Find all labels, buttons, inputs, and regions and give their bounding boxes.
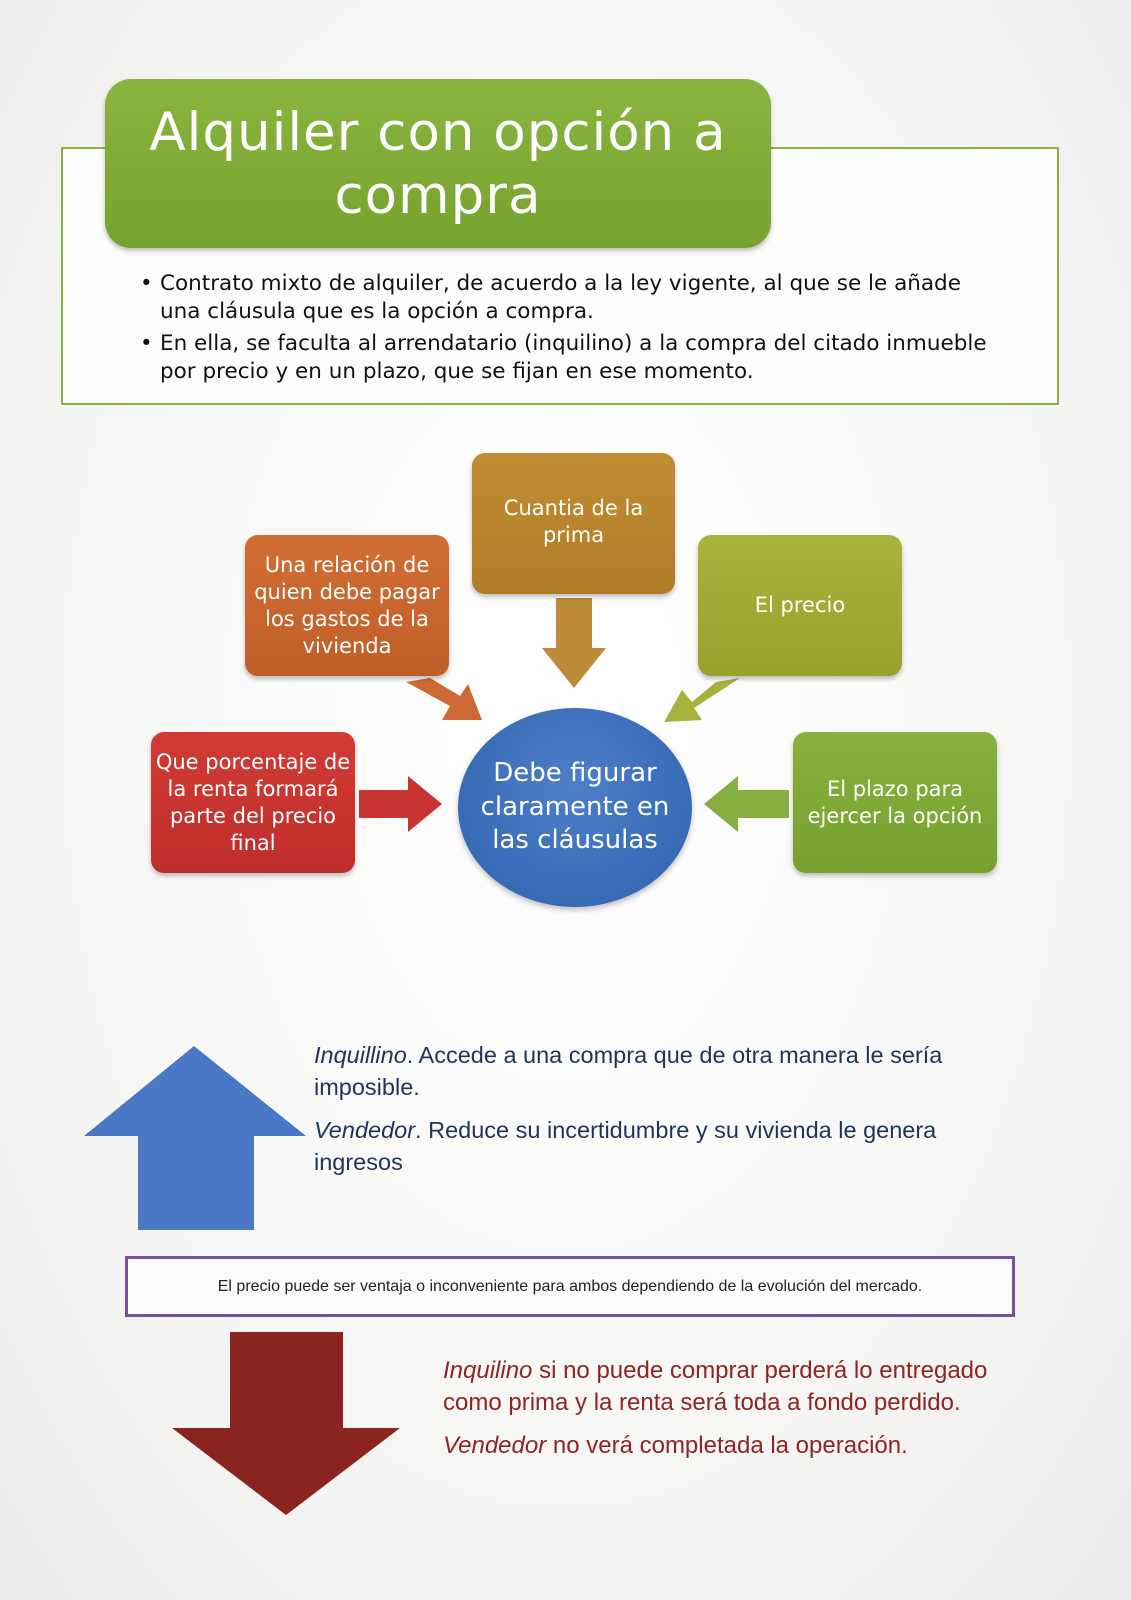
bullet-icon: •	[140, 331, 153, 356]
advantage-vendedor: Vendedor. Reduce su incertidumbre y su v…	[314, 1114, 974, 1178]
definition-list: • Contrato mixto de alquiler, de acuerdo …	[140, 270, 990, 390]
node-gastos: Una relación de quien debe pagar los gas…	[245, 535, 449, 676]
disadvantage-vendedor-text: no verá completada la operación.	[546, 1432, 908, 1459]
advantage-inquilino-text: . Accede a una compra que de otra manera…	[314, 1042, 943, 1100]
price-note: El precio puede ser ventaja o inconvenie…	[125, 1256, 1015, 1317]
disadvantage-vendedor-label: Vendedor	[443, 1432, 547, 1459]
definition-text: Contrato mixto de alquiler, de acuerdo a…	[160, 271, 961, 324]
disadvantage-inquilino-text: si no puede comprar perderá lo entregado…	[443, 1357, 988, 1416]
advantage-vendedor-text: . Reduce su incertidumbre y su vivienda …	[314, 1117, 937, 1175]
advantages-text: Inquillino. Accede a una compra que de o…	[314, 1039, 974, 1189]
advantage-vendedor-label: Vendedor	[314, 1117, 416, 1143]
down-arrow-icon	[172, 1332, 400, 1515]
definition-item: • En ella, se faculta al arrendatario (in…	[140, 330, 990, 386]
arrow-gastos-icon	[406, 678, 482, 720]
arrow-prima-icon	[542, 598, 606, 688]
node-precio: El precio	[698, 535, 902, 676]
definition-text: En ella, se faculta al arrendatario (inq…	[160, 331, 987, 384]
disadvantages-text: Inquilino si no puede comprar perderá lo…	[443, 1355, 1003, 1473]
advantage-inquilino: Inquillino. Accede a una compra que de o…	[314, 1039, 974, 1103]
disadvantage-inquilino-label: Inquilino	[443, 1357, 533, 1384]
arrow-renta-icon	[359, 776, 442, 832]
advantage-inquilino-label: Inquillino	[314, 1042, 407, 1068]
node-prima: Cuantia de la prima	[472, 453, 675, 594]
arrow-plazo-icon	[704, 776, 789, 832]
disadvantage-inquilino: Inquilino si no puede comprar perderá lo…	[443, 1355, 1003, 1419]
bullet-icon: •	[140, 271, 153, 296]
center-node: Debe figurar claramente en las cláusulas	[458, 708, 692, 907]
disadvantage-vendedor: Vendedor no verá completada la operación…	[443, 1430, 1003, 1462]
price-note-text: El precio puede ser ventaja o inconvenie…	[217, 1277, 923, 1295]
page-title: Alquiler con opción a compra	[105, 79, 771, 248]
node-renta: Que porcentaje de la renta formará parte…	[151, 732, 355, 873]
node-plazo: El plazo para ejercer la opción	[793, 732, 997, 873]
definition-item: • Contrato mixto de alquiler, de acuerdo …	[140, 270, 990, 326]
up-arrow-icon	[84, 1046, 306, 1230]
arrow-precio-icon	[664, 678, 740, 722]
